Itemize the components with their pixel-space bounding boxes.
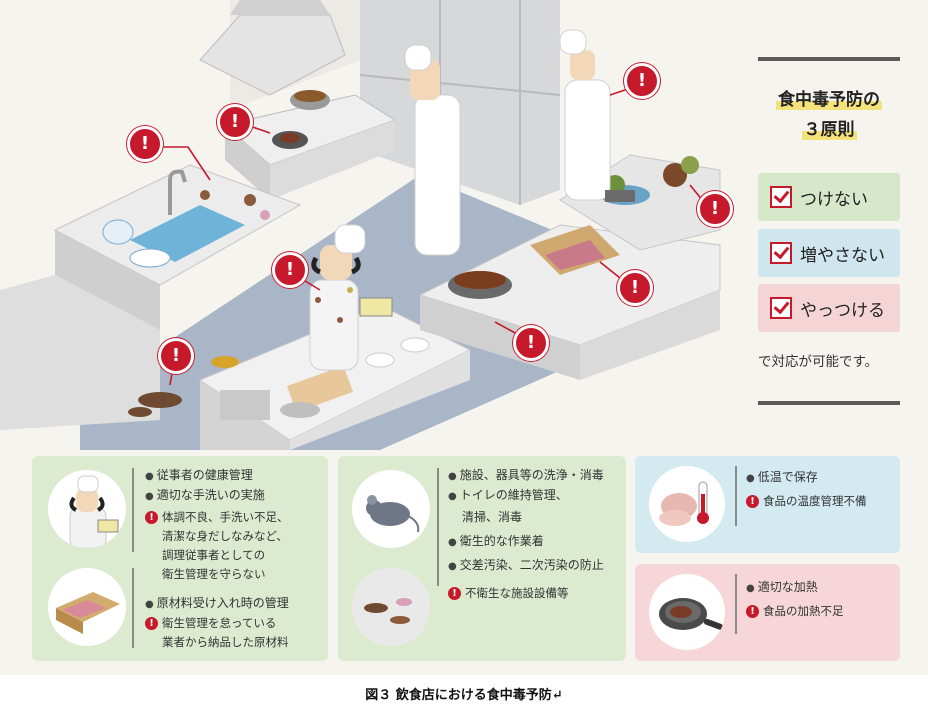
warning-line: 不衛生な施設設備等 (465, 586, 569, 600)
alert-icon: ! (145, 617, 158, 630)
alert-icon: ! (513, 325, 549, 361)
bracket-divider (735, 574, 737, 634)
item-proper-heating: 適切な加熱 (746, 578, 818, 598)
item-cleaning-disinfection: 施設、器具等の洗浄・消毒 (448, 466, 604, 486)
checkbox-icon (770, 186, 792, 208)
alert-icon: ! (127, 126, 163, 162)
panel-cold-storage: 低温で保存 ! 食品の温度管理不備 (635, 456, 900, 553)
principles-note: で対応が可能です。 (758, 354, 879, 370)
principles-title-line1: 食中毒予防の (776, 90, 882, 110)
item-health-management: 従事者の健康管理 (145, 466, 253, 486)
warning-line: 食品の加熱不足 (763, 604, 844, 618)
checkbox-icon (770, 242, 792, 264)
alert-icon: ! (272, 252, 308, 288)
item-toilet-maintenance: トイレの維持管理、 (448, 486, 568, 506)
alert-icon: ! (145, 511, 158, 524)
item-cross-contamination: 交差汚染、二次汚染の防止 (448, 556, 604, 576)
principle-label: やっつける (800, 300, 885, 321)
alert-icon: ! (217, 104, 253, 140)
alert-icon: ! (158, 338, 194, 374)
bracket-divider (735, 466, 737, 526)
warning-line: 衛生管理を怠っている (162, 616, 277, 630)
warning-line: 衛生管理を守らない (162, 567, 266, 581)
warning-insufficient-heating: ! 食品の加熱不足 (746, 602, 844, 621)
ingredients-thumbnail (48, 568, 126, 646)
warning-line: 体調不良、手洗い不足、 (162, 510, 289, 524)
panel-staff: 従事者の健康管理 適切な手洗いの実施 ! 体調不良、手洗い不足、 清潔な身だしな… (32, 456, 328, 661)
principle-fuyasanai: 増やさない (758, 229, 900, 277)
principle-yattsukeru: やっつける (758, 284, 900, 332)
panel-facility: 施設、器具等の洗浄・消毒 トイレの維持管理、 清掃、消毒 衛生的な作業着 交差汚… (338, 456, 626, 661)
top-rule (758, 57, 900, 61)
warning-line: 食品の温度管理不備 (763, 494, 867, 508)
item-work-clothes: 衛生的な作業着 (448, 532, 544, 552)
warning-unsanitary-facility: ! 不衛生な施設設備等 (448, 584, 569, 603)
principle-tsukenai: つけない (758, 173, 900, 221)
warning-ingredient-supplier: ! 衛生管理を怠っている 業者から納品した原材料 (145, 614, 289, 652)
principles-title: 食中毒予防の ３原則 (758, 85, 900, 145)
frying-pan-thumbnail (649, 574, 725, 650)
bracket-divider (437, 468, 439, 586)
item-handwashing: 適切な手洗いの実施 (145, 486, 265, 506)
principles-title-line2: ３原則 (801, 120, 857, 140)
alert-icon: ! (617, 270, 653, 306)
bracket-divider (132, 468, 134, 552)
alert-icon: ! (624, 63, 660, 99)
panel-heating: 適切な加熱 ! 食品の加熱不足 (635, 564, 900, 661)
item-ingredient-receiving: 原材料受け入れ時の管理 (145, 594, 289, 614)
kitchen-illustration (0, 0, 721, 450)
warning-temperature-control: ! 食品の温度管理不備 (746, 492, 867, 511)
bracket-divider (132, 568, 134, 648)
bottom-rule (758, 401, 900, 405)
principle-label: つけない (800, 189, 868, 210)
warning-line: 業者から納品した原材料 (162, 635, 289, 649)
floor-spill-thumbnail (352, 568, 430, 646)
alert-icon: ! (697, 191, 733, 227)
chef-thumbnail (48, 470, 126, 548)
item-cold-storage: 低温で保存 (746, 468, 818, 488)
warning-line: 調理従事者としての (162, 548, 266, 562)
checkbox-icon (770, 297, 792, 319)
item-toilet-cleaning: 清掃、消毒 (462, 510, 523, 524)
principle-label: 増やさない (800, 245, 885, 266)
alert-icon: ! (746, 605, 759, 618)
thermometer-thumbnail (649, 466, 725, 542)
alert-icon: ! (448, 587, 461, 600)
alert-icon: ! (746, 495, 759, 508)
warning-line: 清潔な身だしなみなど、 (162, 529, 288, 543)
poster: ! ! ! ! ! ! ! ! 食中毒予防の ３原則 つけない 増やさない やっ… (0, 0, 928, 675)
figure-caption: 図３ 飲食店における食中毒予防↵ (365, 688, 563, 703)
mouse-thumbnail (352, 470, 430, 548)
warning-staff-hygiene: ! 体調不良、手洗い不足、 清潔な身だしなみなど、 調理従事者としての 衛生管理… (145, 508, 289, 584)
